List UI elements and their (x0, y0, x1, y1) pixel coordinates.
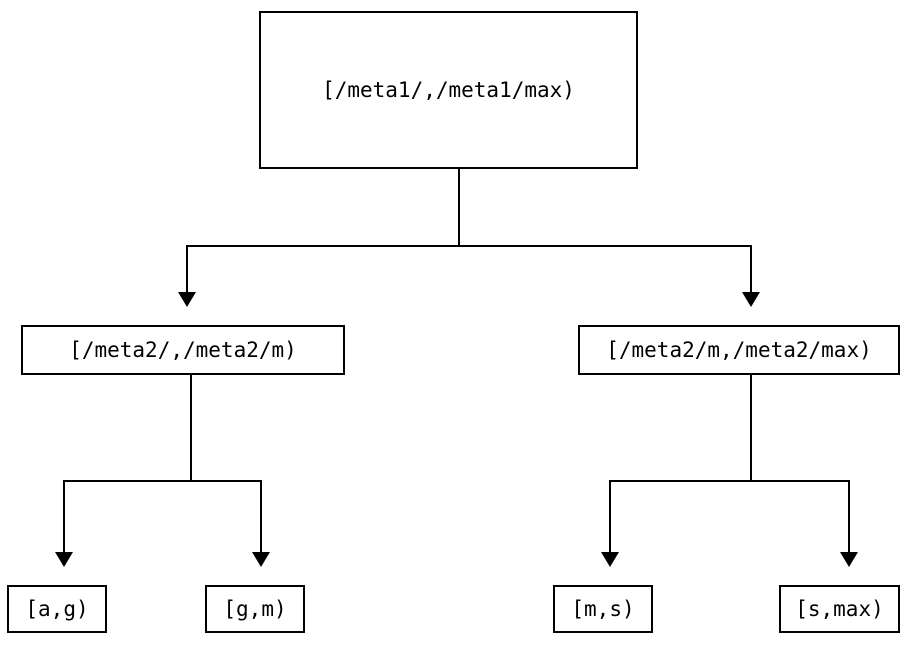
edge-right-internal-horizontal-bus (609, 480, 849, 482)
tree-node-leaf-ms-label: [m,s) (571, 596, 635, 621)
tree-node-leaf-gm-label: [g,m) (223, 596, 287, 621)
arrowhead-down-icon-leaf-ag (55, 552, 73, 567)
edge-right-internal-stem (750, 375, 752, 482)
edge-root-to-left-internal (186, 245, 188, 292)
edge-root-stem (458, 169, 460, 247)
edge-left-internal-horizontal-bus (63, 480, 261, 482)
tree-node-leaf-smax: [s,max) (779, 585, 900, 633)
tree-node-leaf-ms: [m,s) (553, 585, 653, 633)
edge-right-internal-to-leaf-ms (609, 480, 611, 552)
arrowhead-down-icon-left-internal (178, 292, 196, 307)
tree-node-leaf-ag-label: [a,g) (25, 596, 89, 621)
edge-left-internal-to-leaf-ag (63, 480, 65, 552)
tree-node-left-internal-label: [/meta2/,/meta2/m) (69, 337, 297, 362)
edge-left-internal-stem (190, 375, 192, 482)
tree-node-root-label: [/meta1/,/meta1/max) (322, 77, 575, 102)
edge-root-horizontal-bus (186, 245, 751, 247)
arrowhead-down-icon-leaf-smax (840, 552, 858, 567)
tree-node-leaf-ag: [a,g) (7, 585, 107, 633)
edge-root-to-right-internal (750, 245, 752, 292)
tree-node-right-internal-label: [/meta2/m,/meta2/max) (606, 337, 872, 362)
edge-right-internal-to-leaf-smax (848, 480, 850, 552)
tree-node-root: [/meta1/,/meta1/max) (259, 11, 638, 169)
edge-left-internal-to-leaf-gm (260, 480, 262, 552)
tree-node-right-internal: [/meta2/m,/meta2/max) (578, 325, 900, 375)
tree-node-left-internal: [/meta2/,/meta2/m) (21, 325, 345, 375)
tree-node-leaf-gm: [g,m) (205, 585, 305, 633)
arrowhead-down-icon-leaf-ms (601, 552, 619, 567)
arrowhead-down-icon-right-internal (742, 292, 760, 307)
arrowhead-down-icon-leaf-gm (252, 552, 270, 567)
tree-node-leaf-smax-label: [s,max) (795, 596, 884, 621)
